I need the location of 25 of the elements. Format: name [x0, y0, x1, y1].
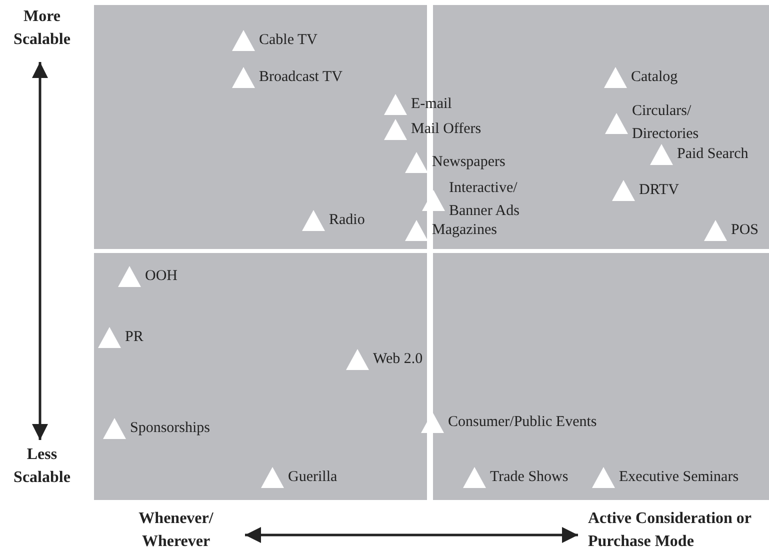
- channel-label: Executive Seminars: [619, 468, 739, 487]
- channel-label: Sponsorships: [130, 419, 210, 438]
- channel-label: Paid Search: [677, 145, 748, 164]
- axis-label: Less Scalable: [12, 445, 72, 488]
- channel-label: Broadcast TV: [259, 68, 342, 87]
- channel-label: Cable TV: [259, 31, 318, 50]
- channel-label: Consumer/Public Events: [448, 413, 597, 432]
- channel-label: Newspapers: [432, 153, 506, 172]
- channel-label: Interactive/ Banner Ads: [449, 179, 520, 221]
- channel-label: Web 2.0: [373, 350, 423, 369]
- channel-label: OOH: [145, 267, 178, 286]
- channel-label: Mail Offers: [411, 120, 482, 139]
- channel-label: POS: [731, 221, 759, 240]
- channel-label: PR: [125, 328, 144, 347]
- channel-label: Magazines: [432, 221, 497, 240]
- axis-label: More Scalable: [12, 7, 72, 50]
- channel-label: DRTV: [639, 181, 679, 200]
- axis-label: Whenever/ Wherever: [138, 509, 214, 552]
- channel-label: Catalog: [631, 68, 678, 87]
- channel-label: E-mail: [411, 95, 452, 114]
- channel-label: Circulars/ Directories: [632, 102, 700, 144]
- channel-label: Guerilla: [288, 468, 338, 487]
- channel-label: Radio: [329, 211, 365, 230]
- channel-label: Trade Shows: [490, 468, 568, 487]
- axis-label: Active Consideration or Purchase Mode: [588, 509, 752, 552]
